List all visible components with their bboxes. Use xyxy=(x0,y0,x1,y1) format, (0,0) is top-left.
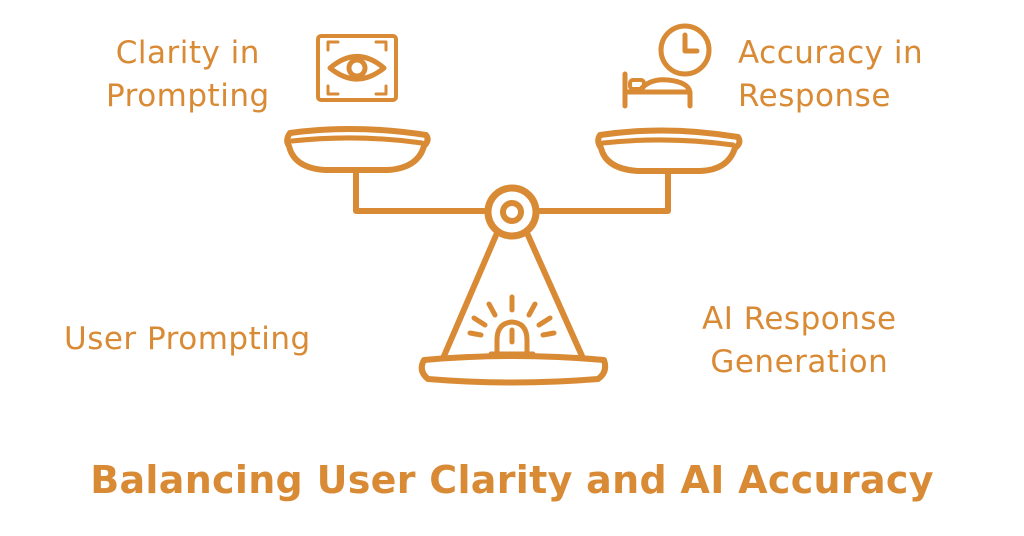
alarm-light-icon xyxy=(467,294,557,357)
bed-icon xyxy=(622,71,693,109)
left-side-label: User Prompting xyxy=(64,321,311,357)
right-pan-label-line2: Response xyxy=(738,78,891,114)
right-side-label-line2: Generation xyxy=(710,344,889,380)
clock-icon xyxy=(658,23,712,77)
right-pan-label: Accuracy in Response xyxy=(738,32,923,118)
right-side-label-line1: AI Response xyxy=(702,301,897,337)
scale-beam xyxy=(353,169,671,214)
scale-stand xyxy=(441,230,585,359)
left-pan-label: Clarity in Prompting xyxy=(106,32,270,118)
right-pan-label-line1: Accuracy in xyxy=(738,35,924,71)
page-title: Balancing User Clarity and AI Accuracy xyxy=(90,458,934,502)
scale-pivot xyxy=(484,184,540,240)
left-pan-label-line2: Prompting xyxy=(106,78,270,114)
left-pan-label-line1: Clarity in xyxy=(115,35,260,71)
right-side-label: AI Response Generation xyxy=(702,298,897,384)
eye-icon xyxy=(316,34,398,102)
scale-base xyxy=(418,353,609,386)
right-pan xyxy=(595,127,743,174)
left-pan xyxy=(284,125,431,173)
